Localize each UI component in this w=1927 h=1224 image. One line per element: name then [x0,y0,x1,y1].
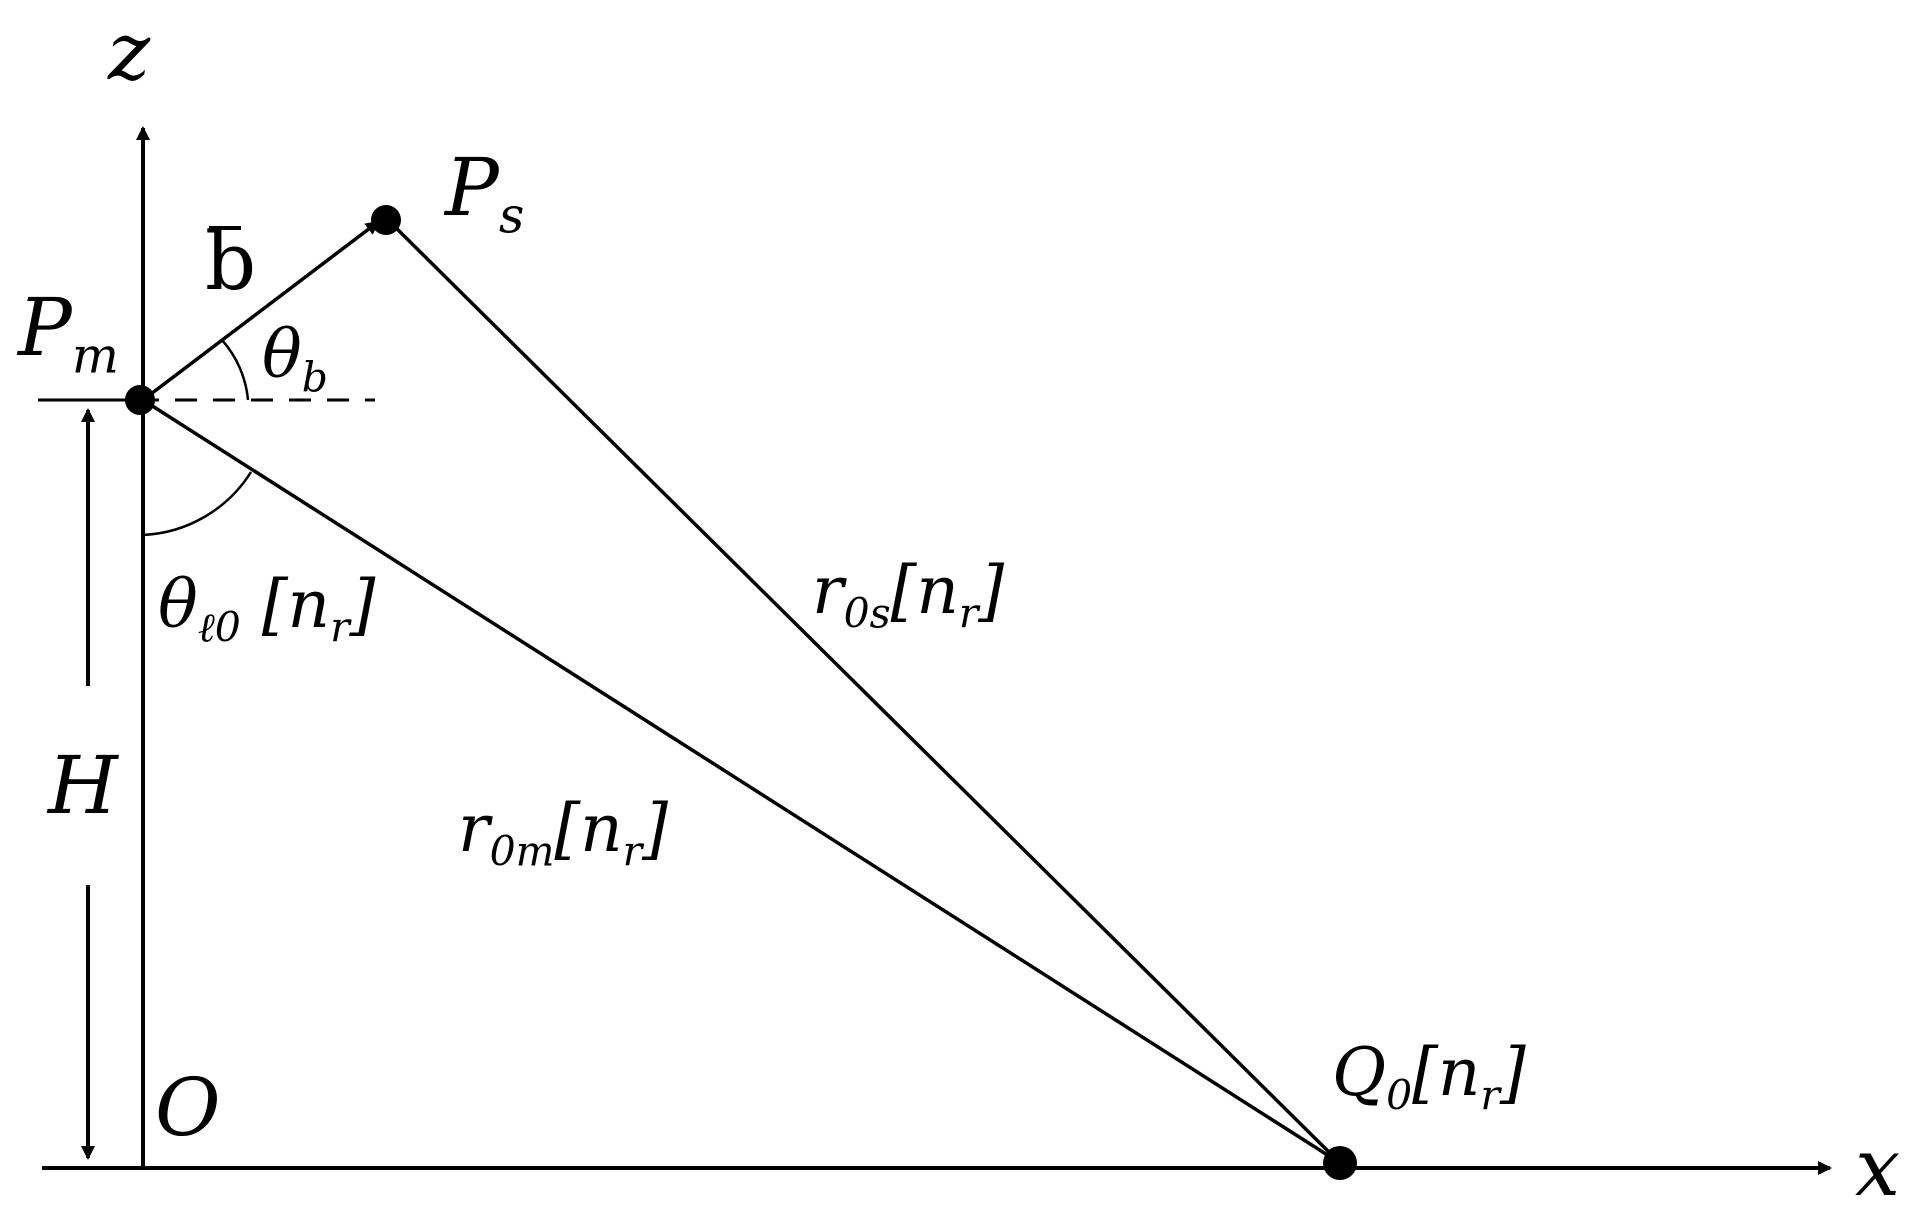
vector-b-line [141,220,380,402]
height-label: H [48,739,118,832]
line-r0m [142,398,1341,1165]
q0-label: Q0[nr] [1332,1034,1526,1120]
x-axis-label: x [1855,1121,1901,1214]
ps-label: Ps [445,141,525,245]
r0s-label: r0s[nr] [812,552,1005,638]
z-axis-label: z [108,5,151,98]
point-ps [371,205,401,235]
point-q0 [1323,1146,1357,1180]
theta-l0-label: θℓ0 [nr] [158,566,376,652]
theta-b-label: θb [262,316,328,402]
theta-l0-arc [142,471,253,537]
r0m-label: r0m[nr] [458,790,668,876]
vector-b-label: b [205,215,257,308]
origin-label: O [155,1061,221,1154]
pm-label: Pm [18,281,119,385]
theta-b-arc [221,339,250,401]
point-pm [125,385,155,415]
line-r0s [386,218,1342,1165]
